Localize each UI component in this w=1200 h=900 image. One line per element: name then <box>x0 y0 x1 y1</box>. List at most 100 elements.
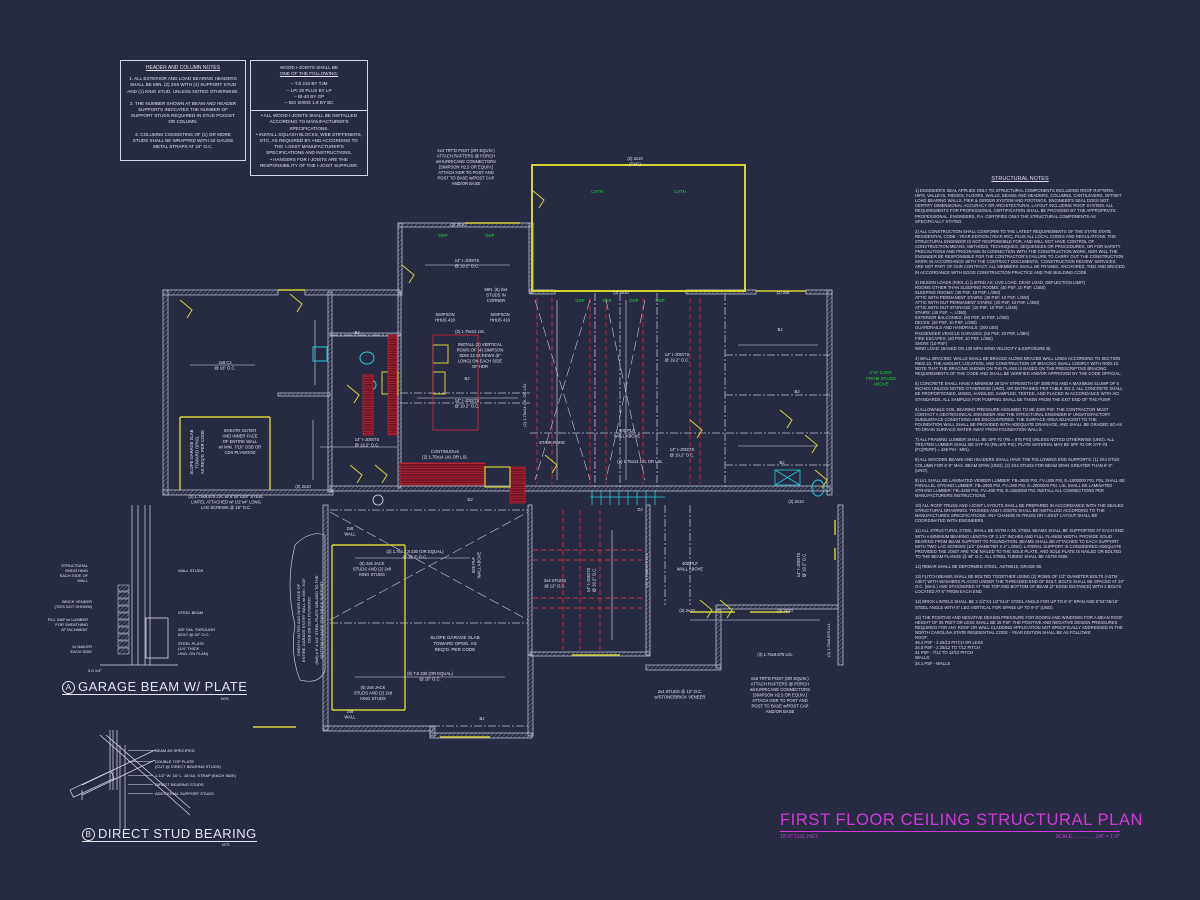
wall <box>645 504 651 656</box>
detail-a-label: 3/8" DIA. THROUGH <box>178 627 215 632</box>
plan-label: @ 19.2" O.C. <box>455 263 480 268</box>
plan-label: CORNER <box>487 298 505 303</box>
plan-label: SIMPSON <box>490 312 509 317</box>
structural-note: 11) ALL STRUCTURAL STEEL SHALL BE ASTM A… <box>915 528 1124 559</box>
plan-label: LONG) ON EACH SIDE <box>458 358 503 363</box>
plan-label: DSP <box>629 298 638 303</box>
brick-course <box>117 626 130 634</box>
wall <box>826 289 833 496</box>
plan-label: LINTEL ATTACHED w/ 1/2"x4" LONG <box>191 499 261 504</box>
door-swing <box>814 469 828 489</box>
plan-label: (3) 1.75x9.875 LVL <box>757 652 793 657</box>
plan-label: ABOVE <box>873 382 889 387</box>
plan-label: AND INNER FACE <box>222 433 257 438</box>
detail-a-label: BRICK VENEER <box>62 599 92 604</box>
header-note: 2. THE NUMBER SHOWN AT BEAM AND HEADER S… <box>129 100 237 125</box>
door-swing <box>544 454 558 474</box>
plan-label: (5) 2x8 JACK <box>361 685 386 690</box>
plan-label: 2x8 CJ <box>218 360 231 365</box>
plan-label: (2) 2x10 <box>627 156 643 161</box>
plan-label: (2) 1.75x9.875 LVL w/ 6"x4"x3/8" STEEL <box>188 494 264 499</box>
plan-label: KING STUDS <box>360 696 386 701</box>
door-swing <box>401 264 415 284</box>
plan-label: STUDS IN <box>486 292 506 297</box>
plan-label: BJ <box>355 330 360 335</box>
detail-a-label: STEEL BEAM <box>178 610 203 615</box>
header-notes-title: HEADER AND COLUMN NOTES <box>145 65 221 71</box>
plan-label: 14" I-JOISTS <box>586 568 591 593</box>
appliance-icon <box>484 466 511 488</box>
plan-label: BOTTOM FLANGE FOR BRICK SUPPORT <box>319 581 324 659</box>
structural-note: 7) ALL FRAMING LUMBER SHALL BE SPF #2 (F… <box>915 437 1114 453</box>
structural-notes-title: STRUCTURAL NOTES <box>991 176 1049 182</box>
plan-label: AS REQ'D. PER CODE <box>200 430 205 474</box>
ijoist-title: WOOD I-JOISTS SHALL BE <box>279 65 339 70</box>
plan-label: @ 16" O.C. <box>419 676 440 681</box>
plan-label: BJ <box>465 376 470 381</box>
structural-note: 10) ALL ROOF TRUSS AND I-JOIST LAYOUTS S… <box>915 503 1124 524</box>
cabinet-fill <box>399 462 486 486</box>
wall <box>527 654 534 737</box>
plan-label: (2) 1.75x9.875 LVL <box>826 622 831 657</box>
wall <box>162 289 169 496</box>
ijoist-option: -- LPI 20 PLUS BY LP <box>286 87 332 93</box>
plan-label: TOWARD OPNG. <box>194 435 199 468</box>
plan-label: POST TO BASE w/POST CAP <box>438 175 495 180</box>
detail-a-label: 3-0 1/4" <box>88 668 102 673</box>
plan-label: @ 19.2" O.C. <box>665 357 690 362</box>
plan-label: ATTACH RAFTERS @ PORCH <box>751 681 810 686</box>
plan-label: (6) 2x8 JACK <box>360 561 385 566</box>
brick-course <box>117 605 130 613</box>
diagonal-line <box>329 511 529 621</box>
ijoist-note: • ALL WOOD I-JOISTS SHALL BE INSTALLED A… <box>261 113 357 131</box>
fridge-icon <box>432 344 449 364</box>
plan-label: (2) 1.75x TJI 230 (OR EQUAL) <box>386 549 444 554</box>
plan-label: STUDS AND (2) 2x8 <box>353 566 392 571</box>
plan-label: FROM STUDS <box>866 376 896 381</box>
diagonal-line <box>534 299 591 481</box>
door-swing <box>349 464 363 484</box>
plan-label: DSP <box>575 298 584 303</box>
structural-notes: STRUCTURAL NOTES 1) ENGINEER'S SEAL APPL… <box>915 176 1125 671</box>
plan-label: DSP <box>655 298 664 303</box>
plan-label: WALL ABOVE <box>614 433 641 438</box>
plan-label: SLOPE GARAGE SLAB <box>430 635 479 640</box>
plan-label: LAG SCREWS @ 16" O.C. <box>201 505 251 510</box>
framing-line <box>99 734 191 816</box>
plan-label: (2) 1.75x9.875 LVL <box>644 552 649 587</box>
detail-a-label: (1/4" THICK <box>178 646 200 651</box>
appliance-icon <box>432 371 446 395</box>
plan-label: 2'-0" CANT. <box>869 370 892 375</box>
plan-label: 400 PLF <box>619 428 635 433</box>
plan-label: (SIMPSON H2.5 OR EQUIV.) <box>753 692 808 697</box>
brick-course <box>117 584 130 592</box>
plan-label: 6x6 TRT'D POST (OR EQUIV.) <box>751 676 809 681</box>
detail-a-label: ATTACHMENT <box>61 627 88 632</box>
detail-b-label: (CUT @ DIRECT BEARING STUDS) <box>155 764 221 769</box>
wall <box>277 392 331 397</box>
brick-course <box>117 640 130 648</box>
steel-beam <box>145 617 169 659</box>
structural-note: 15) THE POSITIVE AND NEGATIVE DESIGN PRE… <box>915 614 1123 666</box>
plan-label: ROWS OF (4) SIMPSON <box>457 347 504 352</box>
header-note: 3. COLUMNS CONSISTING OF (1) OR MORE STU… <box>132 131 234 150</box>
cabinet-fill <box>362 374 374 436</box>
plan-label: (2) 1.75x14 LVL OR LSL <box>522 383 527 427</box>
structural-note: 2) ALL CONSTRUCTION SHALL CONFORM TO THE… <box>915 228 1125 275</box>
plan-label: ATTACH RAFTERS @ PORCH <box>437 153 496 158</box>
detail-a-label: STEEL PLATE <box>178 641 204 646</box>
diagonal-line <box>534 299 591 481</box>
plan-label: 2x4 STUDS <box>544 578 566 583</box>
plan-label: INSTALL (2) VERTICAL <box>458 342 503 347</box>
plan-label: (2) 2x10 <box>788 499 804 504</box>
plan-label: (2) 1.75x14 LVL <box>455 329 485 334</box>
diagonal-line <box>605 299 646 481</box>
detail-a-label: UNO. ON PLAN) <box>178 651 209 656</box>
plan-label: DSP <box>438 233 447 238</box>
i-joist-notes: WOOD I-JOISTS SHALL BE ONE OF THE FOLLOW… <box>250 60 368 176</box>
plan-label: WALL <box>344 531 356 536</box>
island-outline <box>432 334 479 431</box>
ijoist-option: -- BCI 5000s 1.8 BY BC <box>284 100 334 106</box>
